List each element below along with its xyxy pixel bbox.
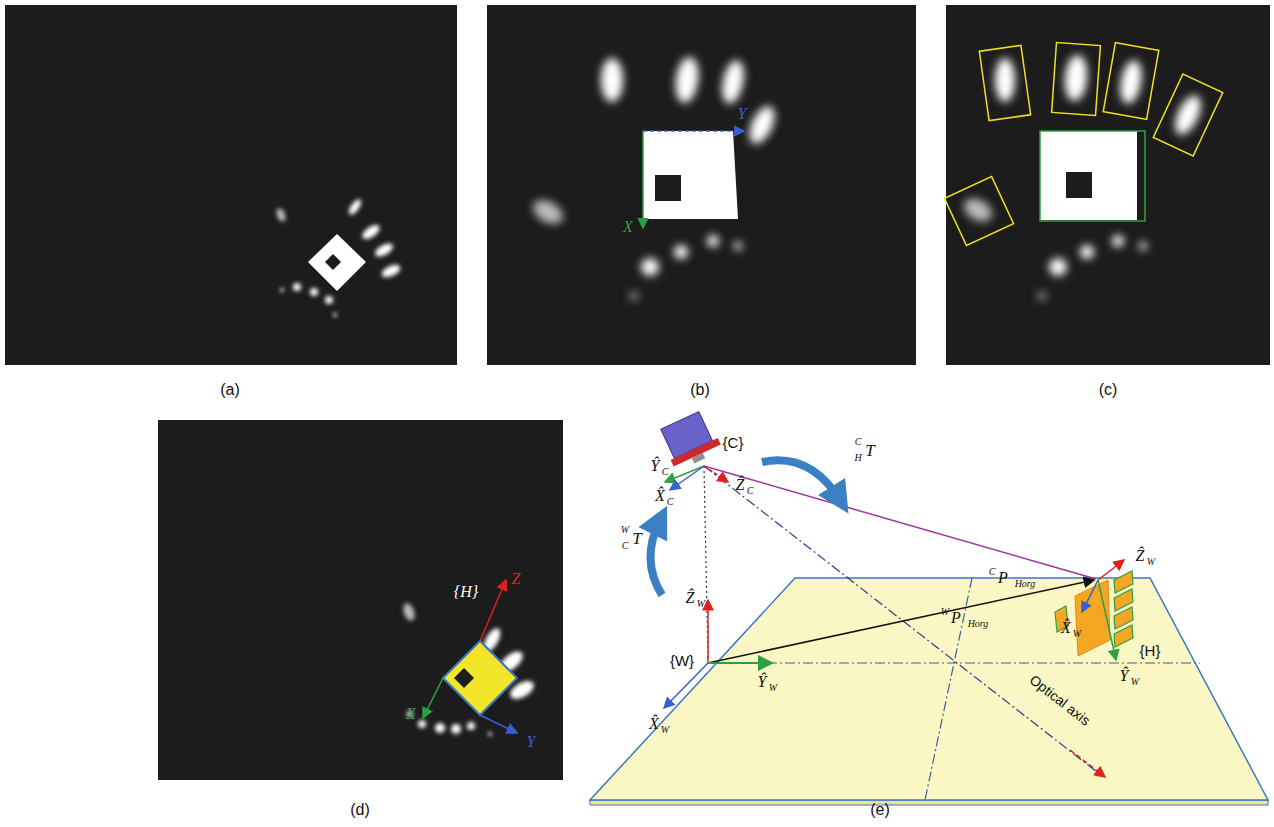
- transform-subscript: H: [854, 453, 861, 463]
- axis-label: X̂: [649, 716, 659, 732]
- panel-caption: (a): [220, 382, 240, 398]
- transform-subscript: C: [622, 541, 629, 551]
- panel-caption: (d): [350, 802, 370, 818]
- vector-subscript: Horg: [968, 619, 989, 629]
- panel-caption: (e): [870, 802, 890, 818]
- axis-label: X̂: [655, 488, 665, 504]
- axis-subscript: W: [661, 725, 669, 735]
- panel-caption: (c): [1099, 382, 1118, 398]
- axis-label: X: [623, 219, 633, 235]
- axis-label: Ẑ: [686, 590, 695, 606]
- axis-subscript: C: [667, 497, 674, 507]
- frame-label: {H}: [1140, 643, 1161, 658]
- axis-label: X̂: [1061, 620, 1071, 636]
- axis-label: Ŷ: [758, 674, 767, 690]
- axis-subscript: W: [1147, 557, 1155, 567]
- axis-label: Ẑ: [736, 477, 745, 493]
- axis-label: X: [406, 706, 416, 722]
- transform-label: T: [865, 442, 874, 459]
- axis-subscript: C: [747, 486, 754, 496]
- axis-label: Ẑ: [1136, 548, 1145, 564]
- axis-label: Z: [512, 571, 521, 587]
- axis-subscript: W: [769, 683, 777, 693]
- panel-caption: (b): [690, 382, 710, 398]
- axis-subscript: W: [697, 599, 705, 609]
- axis-label: Y: [527, 734, 536, 750]
- axis-subscript: W: [1131, 677, 1139, 687]
- axis-label: Ŷ: [1120, 668, 1129, 684]
- axis-subscript: C: [662, 467, 669, 477]
- frame-label: {H}: [454, 584, 478, 600]
- vector-superscript: W: [941, 607, 949, 617]
- axis-label: Y: [738, 106, 747, 122]
- vector-superscript: C: [989, 567, 996, 577]
- vector-label: P: [951, 610, 961, 626]
- axis-subscript: W: [1073, 629, 1081, 639]
- frame-label: {W}: [670, 653, 694, 668]
- transform-superscript: W: [621, 525, 629, 535]
- vector-label: P: [998, 570, 1008, 586]
- frame-label: {C}: [723, 435, 744, 450]
- transform-superscript: C: [855, 437, 862, 447]
- axis-label: Ŷ: [651, 458, 660, 474]
- transform-label: T: [632, 530, 641, 547]
- vector-subscript: Horg: [1015, 579, 1036, 589]
